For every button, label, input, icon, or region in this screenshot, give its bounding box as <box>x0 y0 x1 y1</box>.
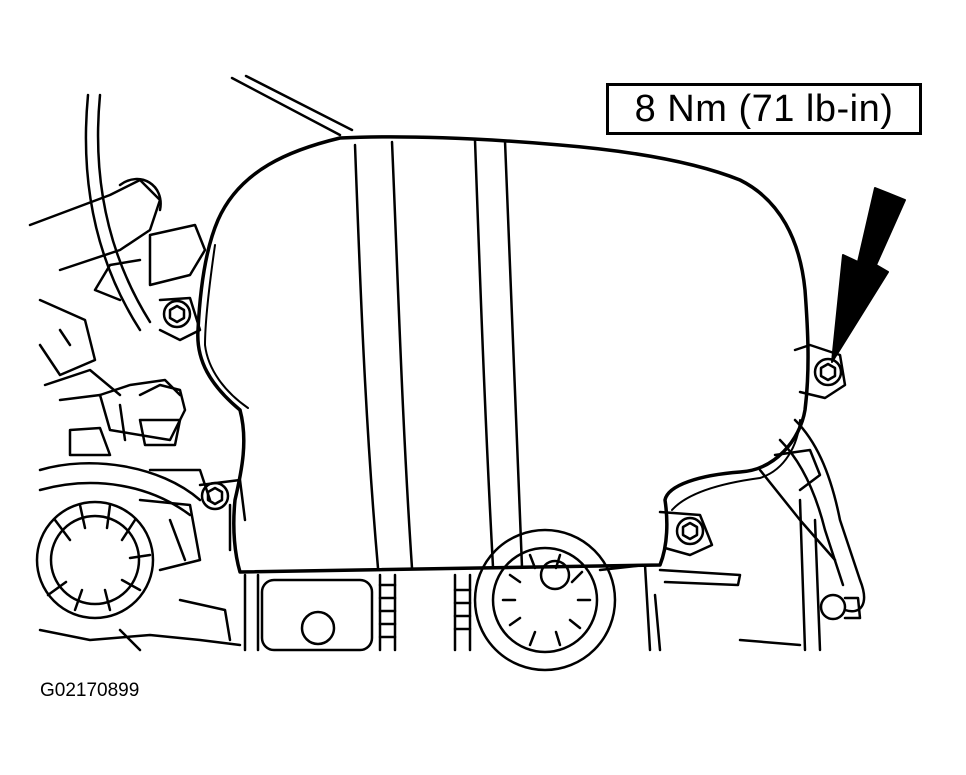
figure-id-label: G02170899 <box>40 680 140 701</box>
torque-spec-label: 8 Nm (71 lb-in) <box>606 83 922 135</box>
bolt-icon <box>813 357 843 387</box>
pointer-arrow-icon <box>831 187 906 363</box>
timing-belt-cover <box>158 135 847 574</box>
engine-background-lines <box>28 74 866 672</box>
bolt-icon <box>162 299 192 329</box>
bolt-icon <box>200 481 230 511</box>
bolt-icon <box>675 516 705 546</box>
